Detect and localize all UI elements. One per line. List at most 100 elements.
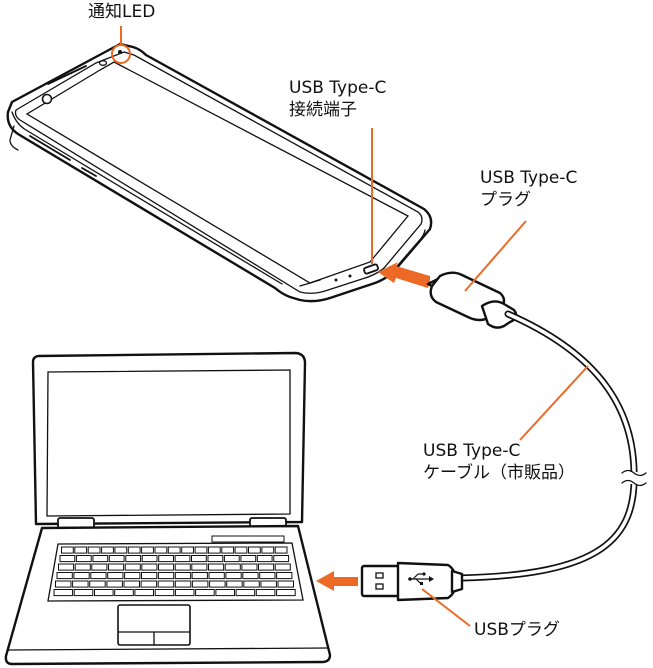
insert-arrow-phone [378,262,430,288]
keyboard-key [114,546,128,554]
phone-corner-detail [9,125,19,151]
keyboard-key [124,563,141,571]
keyboard-key [207,555,224,563]
usb-plug-leader-line [421,588,471,627]
notification-led [118,50,122,54]
power-button [81,167,97,177]
earpiece-slot [47,65,87,85]
plug-leader-line [464,220,527,292]
front-camera [41,93,53,105]
keyboard-key [195,589,215,597]
keyboard-key [273,555,290,563]
keyboard-key [242,572,259,580]
keyboard-key [59,555,76,563]
keyboard-key [73,589,94,597]
keyboard-key [106,580,123,588]
keyboard-key [141,546,154,554]
keyboard-key [215,589,235,597]
notification-led-label: 通知LED [88,2,156,22]
keyboard-key [141,563,158,571]
keyboard-key [174,563,191,571]
keyboard-key [58,563,75,571]
keyboard-key [154,589,175,597]
keyboard-key [124,572,141,580]
keyboard-key [260,580,277,588]
keyboard-key [259,572,276,580]
keyboard-key [55,580,72,588]
proximity-sensor [98,60,108,66]
microphone-hole [348,274,352,278]
usb-a-strain-relief [450,569,464,594]
keyboard-key [91,563,108,571]
keyboard-key [141,572,158,580]
keyboard-key [223,555,240,563]
keyboard-key [191,580,209,588]
keyboard-frame [47,542,304,602]
bottom-edge-detail [299,279,321,287]
keyboard-key [141,555,158,563]
cable-leader-line [519,365,589,441]
speaker-grille [211,535,285,543]
keyboard-key [191,555,207,563]
keyboard-key [255,589,276,597]
keyboard-key [276,589,296,597]
usb-a-metal-shell [360,564,402,598]
usb-a-hole-1 [375,572,384,579]
laptop-base-front-edge [7,647,329,651]
keyboard-key [256,555,273,563]
usb-a-housing [396,561,458,602]
laptop-screen [46,369,291,517]
plug-label-line2: プラグ [480,190,531,210]
usb-trident-icon [408,572,434,585]
keyboard-key [74,563,91,571]
cable-break-mark-bottom [621,479,647,487]
keyboard-key [194,546,208,554]
keyboard-key [101,546,114,554]
keyboard-key [75,555,92,563]
keyboard-key [127,546,141,554]
phone-side-edge-right [391,229,426,273]
insert-arrow-laptop [316,571,358,591]
usb-a-plug [360,561,464,602]
keyboard-key [154,546,168,554]
usb-cable [456,310,647,582]
keyboard-key [123,580,140,588]
usb-a-hole-2 [375,583,384,590]
keyboard-key [240,555,257,563]
keyboard-key [125,555,142,563]
keyboard-key [221,546,235,554]
cable-label-line1: USB Type-C [423,441,521,461]
phone-screen-border [14,51,423,294]
keyboard-key [248,546,261,554]
laptop-lid [31,351,307,526]
cable-label-line2: ケーブル（市販品） [423,463,575,483]
keyboard-key [209,580,226,588]
keyboard-key [92,555,109,563]
keyboard-key [53,589,74,597]
keyboard-key [72,580,89,588]
keyboard-key [181,546,194,554]
keyboard-key [158,563,175,571]
phone-side-edge [11,111,283,285]
keyboard-key [61,546,74,554]
keyboard-key [224,563,241,571]
keyboard-key [234,546,248,554]
usb-type-c-port [363,263,379,275]
plug-label-line1: USB Type-C [480,168,578,188]
keyboard-key [167,546,181,554]
keyboard-key [207,546,221,554]
keyboard-key [89,580,106,588]
cable-break-mark-top [621,469,647,477]
keyboard-key [208,572,225,580]
keyboard-key [241,563,258,571]
keyboard-key [191,563,208,571]
keyboard [53,546,296,597]
keyboard-key [157,572,175,580]
keyboard-key [94,589,114,597]
keyboard-key [158,555,174,563]
keyboard-key [174,555,191,563]
connector-label-line2: 接続端子 [289,100,357,120]
keyboard-key [174,572,192,580]
keyboard-key [107,572,124,580]
